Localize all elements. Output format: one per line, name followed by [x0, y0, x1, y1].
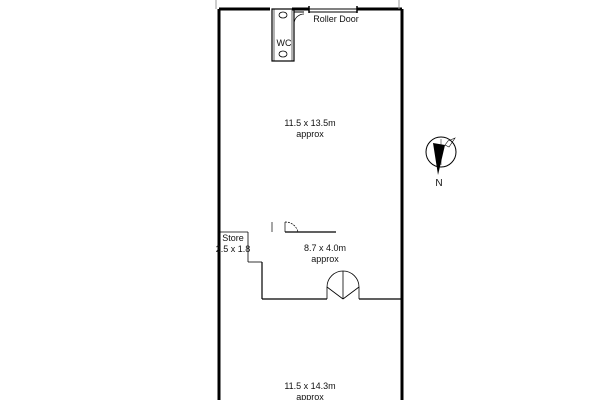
middle-partition	[219, 231, 402, 300]
roller-door-label: Roller Door	[313, 14, 359, 24]
double-door	[326, 270, 360, 300]
middle-room-note: approx	[311, 254, 339, 264]
outer-walls	[217, 7, 404, 400]
lower-room-size: 11.5 x 14.3m	[284, 381, 335, 391]
wc-label: WC	[277, 38, 292, 48]
upper-room-note: approx	[296, 129, 324, 139]
toilet-icon	[278, 50, 288, 58]
store-size: 2.5 x 1.8	[216, 244, 251, 254]
roller-door: Roller Door	[308, 6, 359, 24]
wc-room: WC	[271, 8, 305, 62]
store-name: Store	[222, 233, 244, 243]
compass-north-label: N	[435, 178, 442, 189]
middle-room-size: 8.7 x 4.0m	[304, 243, 346, 253]
middle-door	[271, 221, 299, 233]
lower-room-note: approx	[296, 392, 324, 400]
compass-icon	[425, 136, 457, 175]
upper-room-size: 11.5 x 13.5m	[284, 118, 335, 128]
upper-boundary-lines	[215, 0, 400, 9]
basin-icon	[278, 11, 288, 19]
